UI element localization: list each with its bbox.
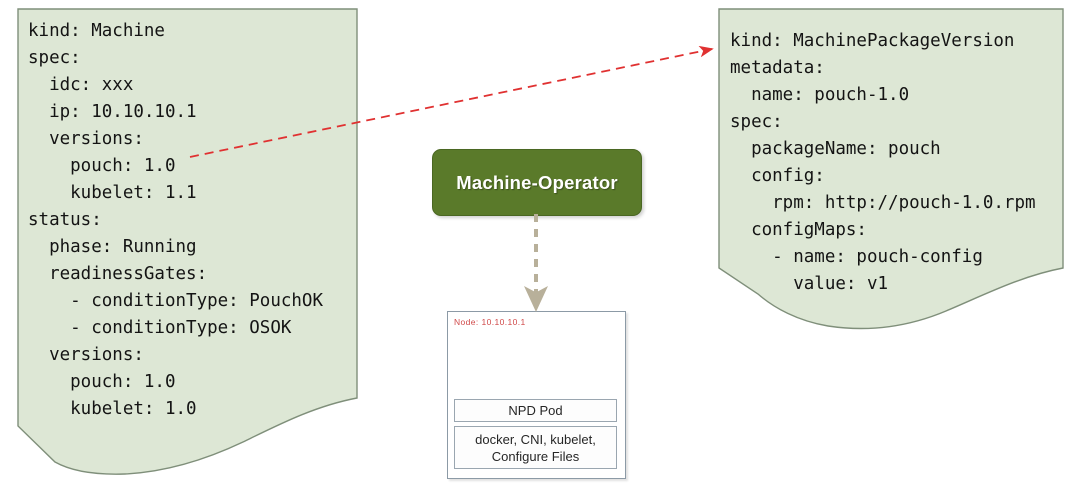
- node-components-label: docker, CNI, kubelet, Configure Files: [475, 431, 596, 465]
- npd-pod-label: NPD Pod: [508, 403, 563, 418]
- node-components-box: docker, CNI, kubelet, Configure Files: [454, 426, 617, 469]
- node-title-label: Node: 10.10.10.1: [454, 317, 526, 327]
- machine-operator-box[interactable]: Machine-Operator: [432, 149, 642, 216]
- node-box: Node: 10.10.10.1 NPD Pod docker, CNI, ku…: [447, 311, 626, 479]
- machinepackageversion-yaml-text: kind: MachinePackageVersion metadata: na…: [730, 31, 1036, 294]
- node-components-line1: docker, CNI, kubelet,: [475, 431, 596, 447]
- node-components-line2: Configure Files: [491, 448, 580, 464]
- npd-pod-box: NPD Pod: [454, 399, 617, 422]
- machine-operator-label: Machine-Operator: [456, 171, 618, 193]
- machinepackageversion-note: kind: MachinePackageVersion metadata: na…: [716, 6, 1066, 331]
- machine-yaml-text: kind: Machine spec: idc: xxx ip: 10.10.1…: [28, 21, 324, 419]
- machine-resource-note: kind: Machine spec: idc: xxx ip: 10.10.1…: [15, 6, 360, 484]
- note-shape-right: [718, 8, 1064, 330]
